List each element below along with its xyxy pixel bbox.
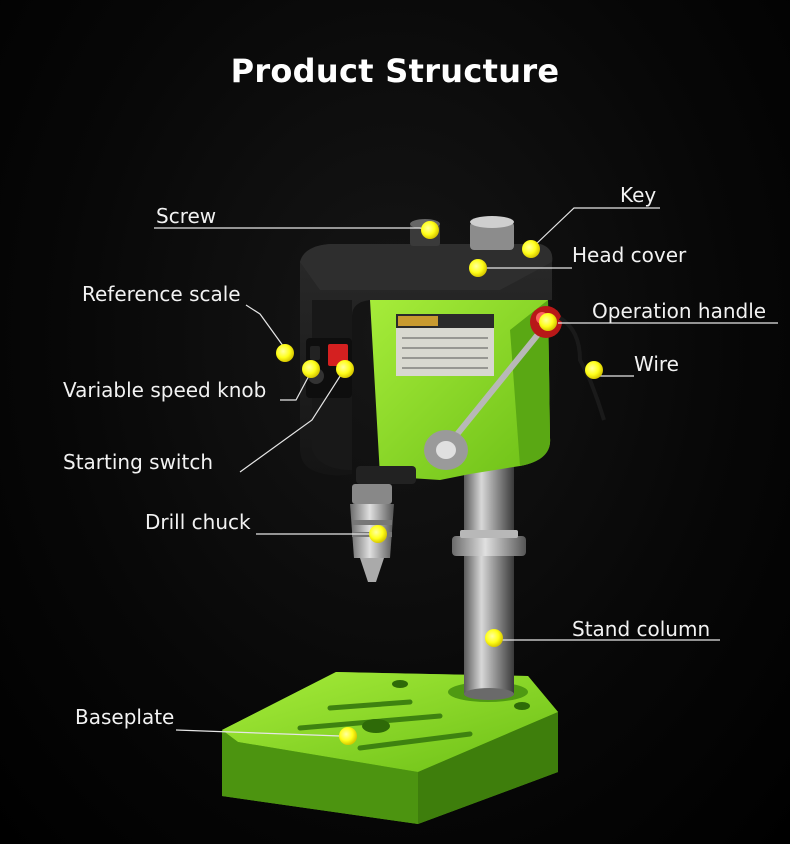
drill-chuck-marker xyxy=(369,525,387,543)
green-body-part xyxy=(370,300,551,480)
speed-knob-marker xyxy=(302,360,320,378)
key-marker xyxy=(522,240,540,258)
wire-marker xyxy=(585,361,603,379)
label-wire: Wire xyxy=(634,352,679,376)
part-markers xyxy=(276,221,603,745)
operation-handle-marker xyxy=(539,313,557,331)
reference-scale-marker xyxy=(276,344,294,362)
stand-column-marker xyxy=(485,629,503,647)
leader-lines xyxy=(154,207,778,737)
label-drill-chuck: Drill chuck xyxy=(145,510,251,534)
label-baseplate: Baseplate xyxy=(75,705,175,729)
label-reference-scale: Reference scale xyxy=(82,282,241,306)
baseplate-marker xyxy=(339,727,357,745)
label-starting-switch: Starting switch xyxy=(63,450,213,474)
screw-marker xyxy=(421,221,439,239)
label-operation-handle: Operation handle xyxy=(592,299,767,323)
label-stand-column: Stand column xyxy=(572,617,711,641)
page-title: Product Structure xyxy=(230,52,560,90)
head-cover-marker xyxy=(469,259,487,277)
label-screw: Screw xyxy=(156,204,217,228)
label-key: Key xyxy=(620,183,657,207)
label-head-cover: Head cover xyxy=(572,243,687,267)
stand-column-part xyxy=(452,448,526,700)
starting-switch-marker xyxy=(336,360,354,378)
label-variable-speed-knob: Variable speed knob xyxy=(63,378,267,402)
